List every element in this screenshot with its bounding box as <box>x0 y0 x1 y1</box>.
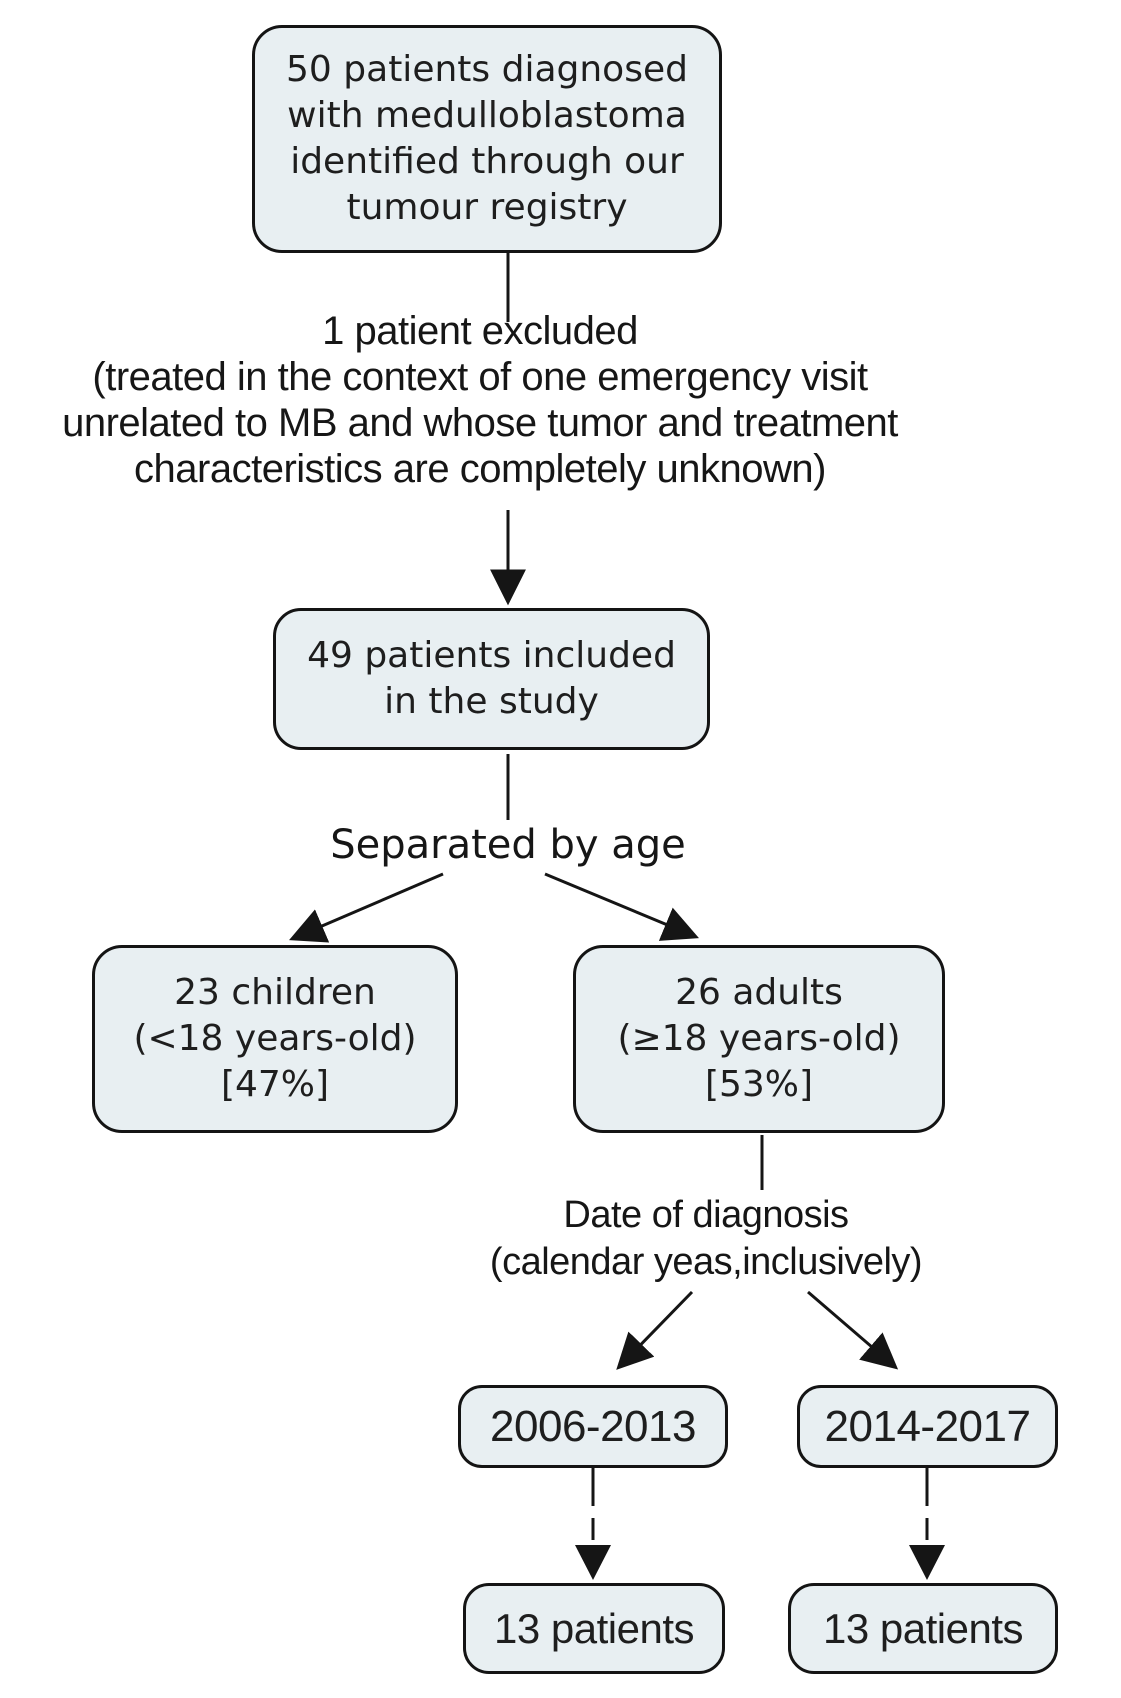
node-registry-line: 50 patients diagnosed <box>286 49 688 90</box>
label-excluded-line: 1 patient excluded <box>322 309 638 353</box>
node-children-line: (<18 years-old) <box>133 1018 417 1059</box>
node-adults-line: (≥18 years-old) <box>617 1018 901 1059</box>
node-children-line: 23 children <box>174 972 376 1013</box>
edge-date-to-2006 <box>616 1290 694 1370</box>
label-excluded-line: characteristics are completely unknown) <box>134 447 826 491</box>
label-date-of-diagnosis: Date of diagnosis (calendar yeas,inclusi… <box>456 1192 956 1286</box>
node-included-line: 49 patients included <box>307 635 676 676</box>
label-date-line: Date of diagnosis <box>563 1194 849 1236</box>
node-included-line: in the study <box>384 681 599 722</box>
edge-date-to-2014 <box>807 1290 899 1370</box>
node-registry-line: identified through our <box>290 141 684 182</box>
node-adults: 26 adults (≥18 years-old) [53%] <box>573 945 945 1133</box>
label-separated-by-age: Separated by age <box>330 822 686 868</box>
label-excluded-line: (treated in the context of one emergency… <box>92 355 868 399</box>
label-date-line: (calendar yeas,inclusively) <box>489 1241 923 1283</box>
node-period-2006-2013: 2006-2013 <box>458 1385 728 1468</box>
node-children-line: [47%] <box>220 1064 330 1105</box>
node-adults-line: 26 adults <box>675 972 843 1013</box>
node-period-2014-2017: 2014-2017 <box>797 1385 1058 1468</box>
node-count-2006-2013: 13 patients <box>463 1583 725 1674</box>
label-excluded-line: unrelated to MB and whose tumor and trea… <box>62 401 898 445</box>
node-count-2014-2017: 13 patients <box>788 1583 1058 1674</box>
node-included: 49 patients included in the study <box>273 608 710 750</box>
edge-separated-to-adults <box>544 872 699 941</box>
node-registry: 50 patients diagnosed with medulloblasto… <box>252 25 722 253</box>
label-excluded: 1 patient excluded (treated in the conte… <box>0 308 960 492</box>
node-registry-line: tumour registry <box>346 187 628 228</box>
arrowhead-2006-to-count <box>575 1545 611 1580</box>
node-children: 23 children (<18 years-old) [47%] <box>92 945 458 1133</box>
arrowhead-2014-to-count <box>909 1545 945 1580</box>
node-registry-line: with medulloblastoma <box>287 95 687 136</box>
node-adults-line: [53%] <box>704 1064 814 1105</box>
edge-separated-to-children <box>289 872 444 943</box>
